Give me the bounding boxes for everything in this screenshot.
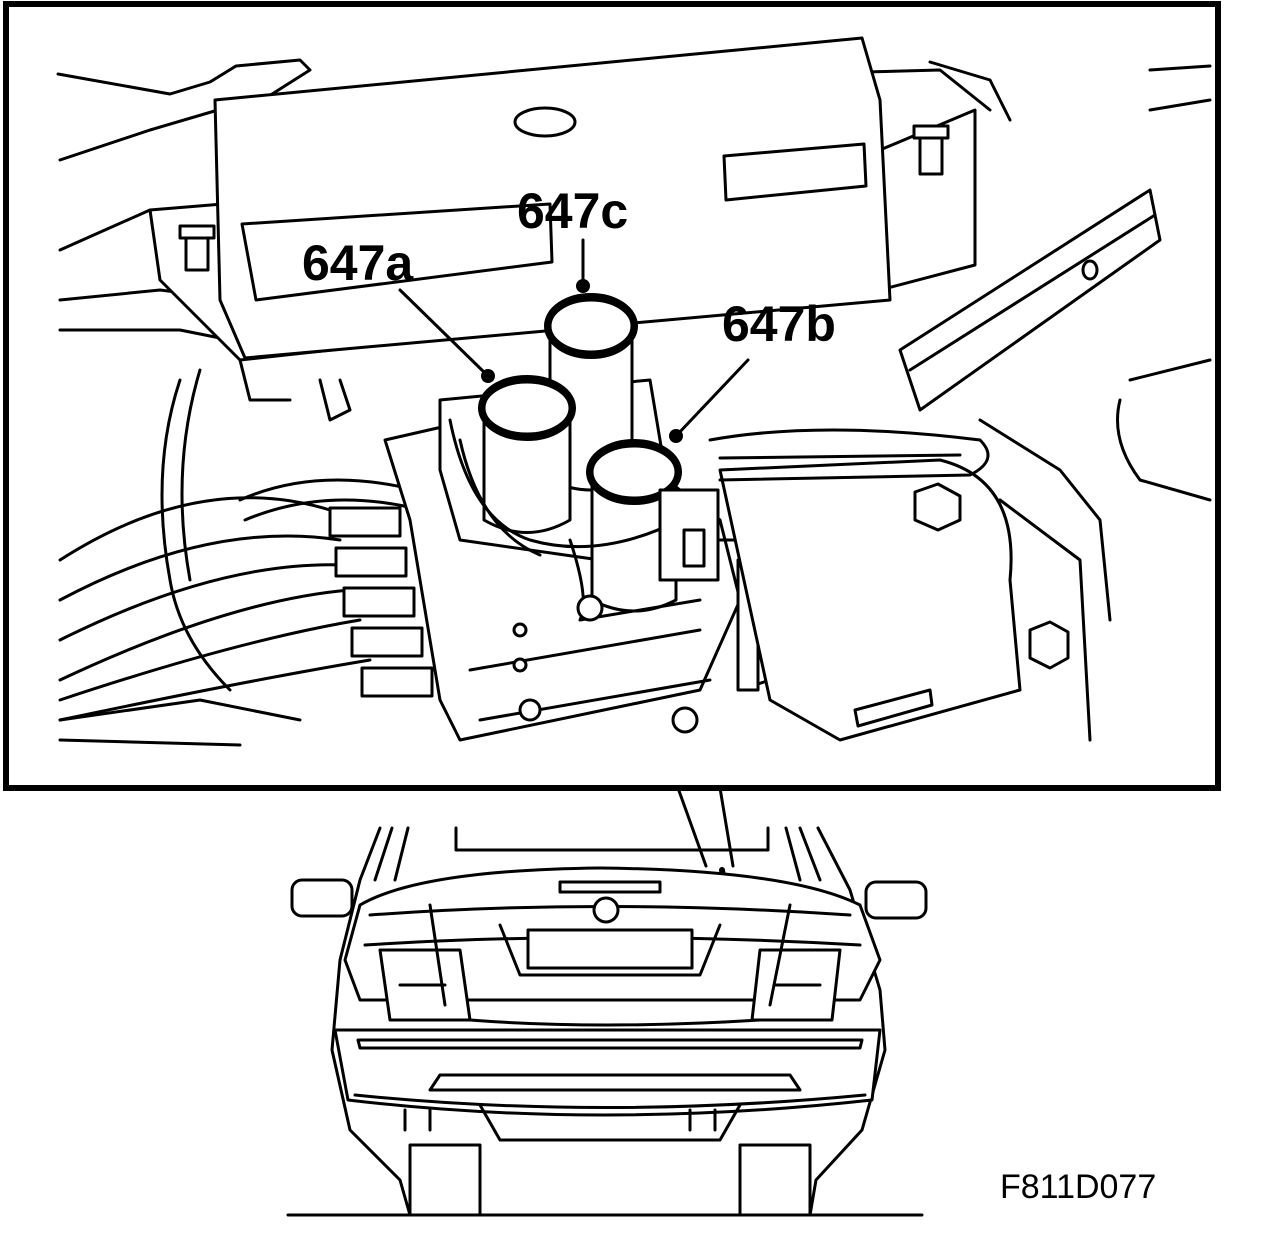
background-structure	[56, 58, 1212, 747]
detail-panel: 647a 647c 647b	[3, 1, 1221, 791]
line-fittings	[328, 506, 434, 698]
car-rear-view	[286, 826, 928, 1217]
control-unit	[148, 36, 977, 422]
callout-647c: 647c	[517, 183, 628, 239]
callout-647b: 647b	[722, 296, 836, 352]
callout-647a: 647a	[302, 235, 414, 291]
support-rail	[898, 188, 1162, 412]
brake-lines-bundle	[58, 368, 522, 722]
solenoid-valves	[438, 293, 720, 622]
leader-lines	[398, 238, 750, 443]
pump-motor	[708, 428, 1070, 742]
solenoid-647a	[478, 375, 576, 534]
figure-code: F811D077	[1000, 1168, 1156, 1206]
solenoid-647b	[586, 439, 682, 613]
